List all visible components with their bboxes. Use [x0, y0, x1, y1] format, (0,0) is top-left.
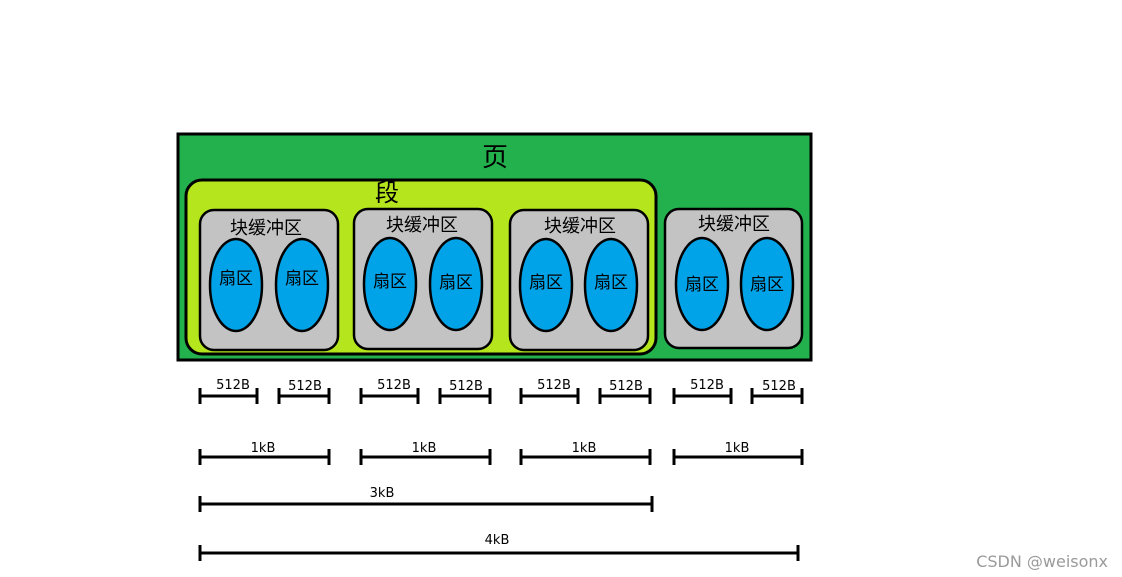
buffer-4: 块缓冲区 扇区 扇区: [663, 207, 804, 350]
measure-512b-7: [672, 388, 733, 404]
measure-512b-6: [598, 388, 652, 404]
measure-1kb-label: 1kB: [251, 441, 276, 456]
measure-4kb-label: 4kB: [485, 533, 510, 548]
buffer-1: 块缓冲区 扇区 扇区: [198, 208, 340, 352]
measure-512b-label: 512B: [288, 379, 322, 394]
buffer-3: 块缓冲区 扇区 扇区: [508, 208, 650, 352]
sector-ellipse: [428, 236, 484, 332]
buffer-label: 块缓冲区: [698, 214, 770, 235]
measure-512b-1: [198, 388, 259, 404]
measure-512b-label: 512B: [216, 378, 250, 393]
buffer-label: 块缓冲区: [544, 216, 616, 237]
measure-512b-8: [750, 388, 804, 404]
buffer-label: 块缓冲区: [230, 218, 302, 239]
sector-label: 扇区: [439, 273, 473, 293]
buffer-2: 块缓冲区 扇区 扇区: [352, 207, 494, 351]
sector-ellipse: [674, 236, 730, 332]
sector-ellipse: [583, 237, 639, 333]
measure-1kb-label: 1kB: [725, 441, 750, 456]
measure-1kb-label: 1kB: [412, 441, 437, 456]
sector-ellipse: [208, 237, 264, 333]
segment-label: 段: [375, 179, 399, 207]
measure-1kb-1: [198, 449, 331, 465]
measure-512b-4: [438, 388, 492, 404]
measure-512b-label: 512B: [690, 378, 724, 393]
segment-size-measure: [198, 496, 654, 512]
buffer-size-measures: [198, 449, 804, 465]
measure-1kb-4: [672, 449, 804, 465]
sector-ellipse: [518, 237, 574, 333]
sector-ellipse: [362, 236, 418, 332]
page-size-measure: [198, 545, 800, 561]
measure-512b-label: 512B: [377, 378, 411, 393]
measure-512b-2: [277, 388, 331, 404]
measure-512b-3: [359, 388, 420, 404]
sector-label: 扇区: [750, 275, 784, 295]
measure-512b-label: 512B: [762, 379, 796, 394]
sector-size-measures: [198, 388, 804, 404]
sector-ellipse: [274, 237, 330, 333]
measure-512b-5: [519, 388, 580, 404]
measure-1kb-label: 1kB: [572, 441, 597, 456]
sector-label: 扇区: [285, 269, 319, 289]
measure-1kb-3: [519, 449, 652, 465]
sector-label: 扇区: [529, 273, 563, 293]
sector-label: 扇区: [373, 272, 407, 292]
sector-ellipse: [739, 236, 795, 332]
measure-3kb-label: 3kB: [370, 486, 395, 501]
sector-label: 扇区: [685, 275, 719, 295]
measure-512b-label: 512B: [537, 378, 571, 393]
measure-512b-label: 512B: [609, 379, 643, 394]
page-label: 页: [482, 143, 508, 173]
watermark: CSDN @weisonx: [976, 552, 1108, 571]
sector-label: 扇区: [594, 273, 628, 293]
measure-1kb-2: [359, 449, 492, 465]
sector-label: 扇区: [219, 269, 253, 289]
buffer-label: 块缓冲区: [386, 215, 458, 236]
measure-512b-label: 512B: [449, 379, 483, 394]
